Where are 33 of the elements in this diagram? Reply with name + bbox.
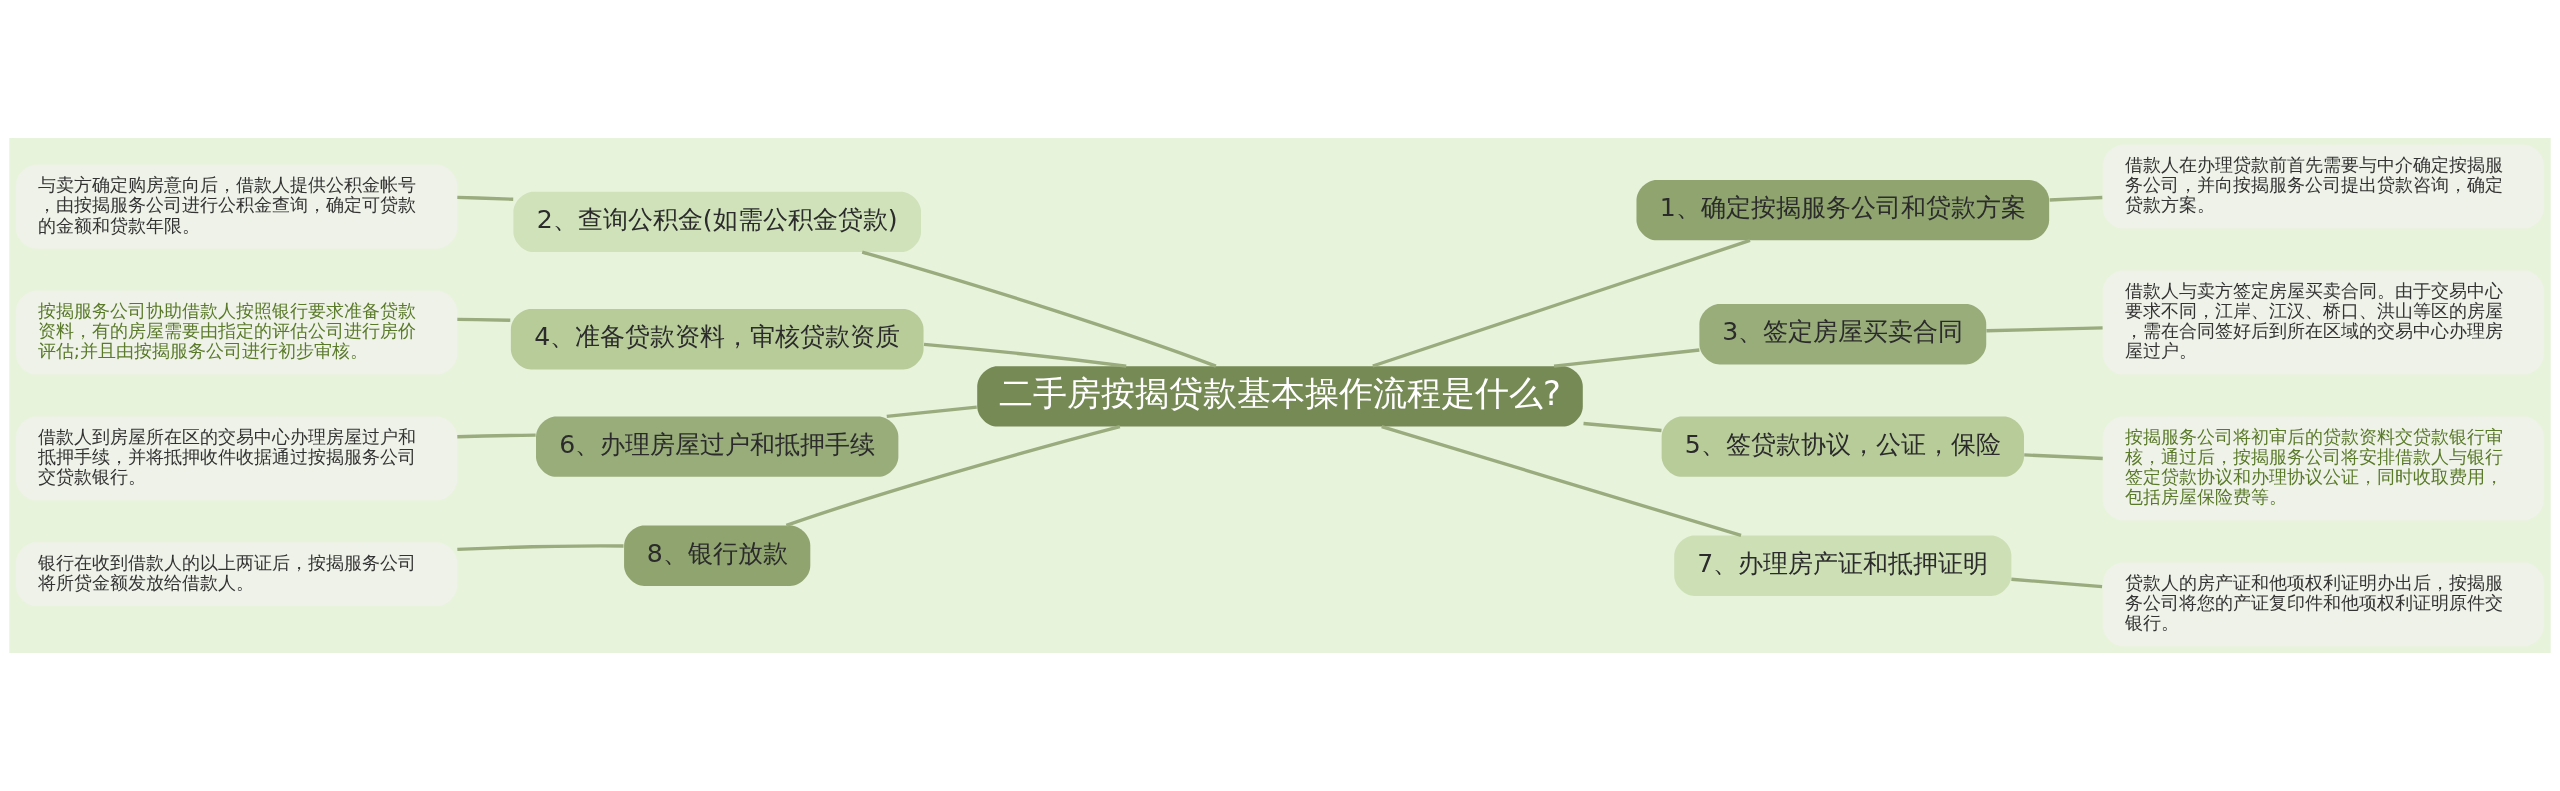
- connector: [923, 342, 1127, 368]
- connector: [886, 405, 977, 419]
- node-box: 5、签贷款协议，公证，保险: [1661, 416, 2024, 477]
- node-box: 按揭服务公司将初审后的贷款资料交贷款银行审核，通过后，按揭服务公司将安排借款人与银行签定贷款协议和办理协议公证，同时收取费用，包括房屋保险费等。: [2102, 416, 2544, 521]
- node-box: 3、签定房屋买卖合同: [1699, 304, 1987, 365]
- node-box: 4、准备贷款资料，审核贷款资质: [510, 309, 924, 370]
- connector: [457, 195, 514, 201]
- connector: [861, 250, 1217, 368]
- node-box: 贷款人的房产证和他项权利证明办出后，按揭服务公司将您的产证复印件和他项权利证明原件交银行。: [2102, 562, 2544, 647]
- connector: [1986, 326, 2103, 333]
- connector: [1583, 421, 1662, 433]
- connector: [1372, 238, 1751, 368]
- connector: [1381, 425, 1742, 538]
- connector: [1553, 348, 1700, 368]
- connector: [457, 544, 624, 552]
- connector: [2024, 453, 2103, 461]
- node-box: 银行在收到借款人的以上两证后，按揭服务公司将所贷金额发放给借款人。: [16, 542, 458, 607]
- node-box: 2、查询公积金(如需公积金贷款): [513, 191, 921, 253]
- connector: [2049, 195, 2103, 202]
- node-box: 按揭服务公司协助借款人按照银行要求准备贷款资料，有的房屋需要由指定的评估公司进行房价评估;并且由按揭服务公司进行初步审核。: [16, 290, 458, 375]
- node-box: 借款人与卖方签定房屋买卖合同。由于交易中心要求不同，江岸、江汉、桥口、洪山等区的房屋，需在合同签好后到所在区域的交易中心办理房屋过户。: [2102, 270, 2544, 375]
- node-box: 7、办理房产证和抵押证明: [1674, 535, 2012, 596]
- connector: [2011, 577, 2103, 589]
- node-box: 6、办理房屋过户和抵押手续: [536, 416, 899, 477]
- node-box: 8、银行放款: [624, 525, 811, 586]
- node-box: 1、确定按揭服务公司和贷款方案: [1636, 179, 2050, 241]
- connector: [457, 317, 511, 322]
- node-box: 与卖方确定购房意向后，借款人提供公积金帐号，由按揭服务公司进行公积金查询，确定可贷款的金额和贷款年限。: [16, 164, 458, 249]
- node-box: 借款人在办理贷款前首先需要与中介确定按揭服务公司，并向按揭服务公司提出贷款咨询，确定贷款方案。: [2102, 144, 2544, 229]
- node-box: 借款人到房屋所在区的交易中心办理房屋过户和抵押手续，并将抵押收件收据通过按揭服务公司交贷款银行。: [16, 416, 458, 501]
- connector: [457, 433, 536, 439]
- connector: [785, 424, 1121, 527]
- node-box: 二手房按揭贷款基本操作流程是什么?: [977, 366, 1583, 427]
